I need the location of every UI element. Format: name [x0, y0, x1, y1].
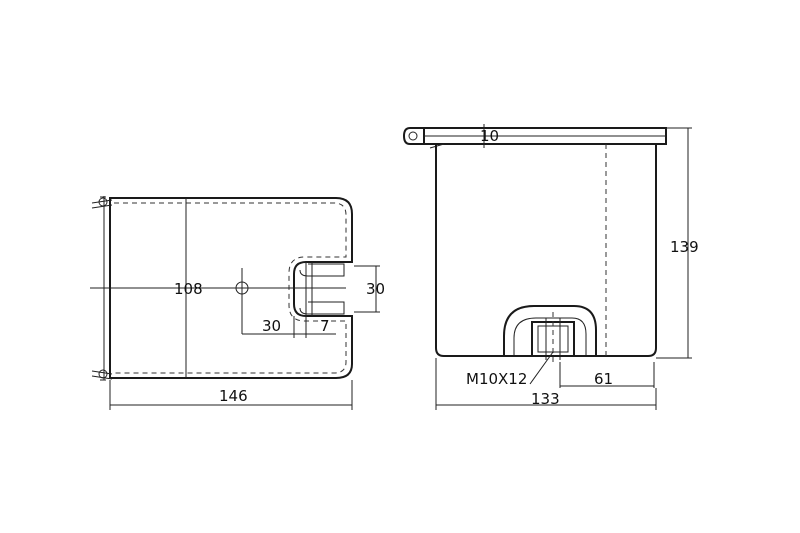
slot-insert-top [299, 263, 345, 277]
slot-insert-bottom [299, 301, 345, 315]
dim-slot-width: 30 [366, 280, 385, 298]
top-lug [91, 196, 113, 209]
left-view [90, 196, 380, 410]
inner-arch [503, 305, 597, 356]
dim-slot-offset: 7 [320, 317, 330, 335]
thread-spec: M10X12 [466, 370, 527, 388]
dim-146: 146 [219, 387, 248, 405]
dim-10: 10 [480, 127, 499, 145]
left-body-inner-dashed [114, 202, 347, 374]
thread-leader [529, 351, 554, 385]
dim-139: 139 [670, 238, 699, 256]
hanging-tab [402, 127, 424, 145]
dim-133: 133 [531, 390, 560, 408]
dim-108: 108 [174, 280, 203, 298]
dim-slot-depth: 30 [262, 317, 281, 335]
bottom-lug [91, 369, 113, 381]
left-body-outline [109, 197, 353, 379]
dim-61: 61 [594, 370, 613, 388]
right-view [402, 124, 692, 410]
